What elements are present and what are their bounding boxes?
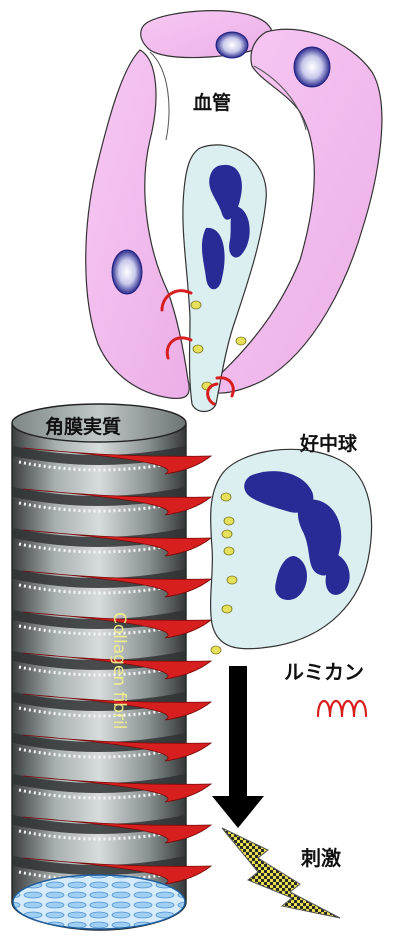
label-stimulus: 刺激 bbox=[301, 842, 341, 871]
granule bbox=[224, 547, 234, 555]
label-corneal-stroma: 角膜実質 bbox=[45, 412, 121, 439]
red-blood-cell bbox=[112, 250, 142, 294]
label-neutrophil: 好中球 bbox=[300, 429, 357, 456]
granule bbox=[224, 517, 234, 525]
granule bbox=[211, 646, 221, 654]
neutrophil-cell bbox=[211, 449, 372, 654]
granule bbox=[236, 337, 246, 345]
granule bbox=[227, 576, 237, 584]
granule bbox=[221, 493, 231, 501]
red-blood-cell bbox=[294, 47, 330, 87]
vessel-left-wall bbox=[86, 50, 189, 398]
granule bbox=[222, 530, 232, 538]
granule bbox=[193, 345, 203, 353]
granule bbox=[222, 605, 232, 613]
fibril-cross-section bbox=[13, 875, 185, 929]
label-collagen-fibril: Collagen fibril bbox=[108, 612, 130, 802]
granule bbox=[191, 301, 201, 309]
lumican-coil-icon bbox=[318, 701, 366, 716]
label-lumican: ルミカン bbox=[284, 656, 364, 685]
label-blood-vessel: 血管 bbox=[193, 88, 231, 115]
down-arrow-icon bbox=[212, 666, 264, 828]
red-blood-cell bbox=[216, 32, 248, 58]
